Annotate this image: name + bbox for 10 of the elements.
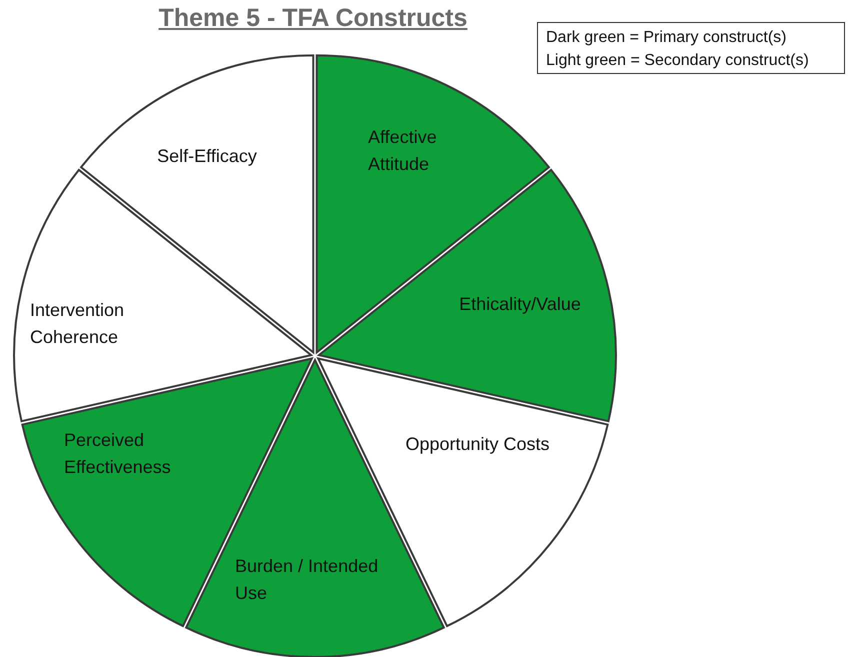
slice-label: Burden / Intended Use <box>235 555 380 605</box>
slice-label: Perceived Effectiveness <box>64 429 172 479</box>
slice-label: Intervention Coherence <box>30 299 126 349</box>
legend-text: Light green = Secondary construct(s) <box>546 51 810 71</box>
legend-text: Dark green = Primary construct(s) <box>546 28 788 48</box>
slice-label: Opportunity Costs <box>404 433 551 456</box>
slice-label: Self-Efficacy <box>156 145 258 168</box>
slice-label: Ethicality/Value <box>458 293 582 316</box>
title: Theme 5 - TFA Constructs <box>158 4 468 33</box>
slice-label: Affective Attitude <box>368 126 438 176</box>
